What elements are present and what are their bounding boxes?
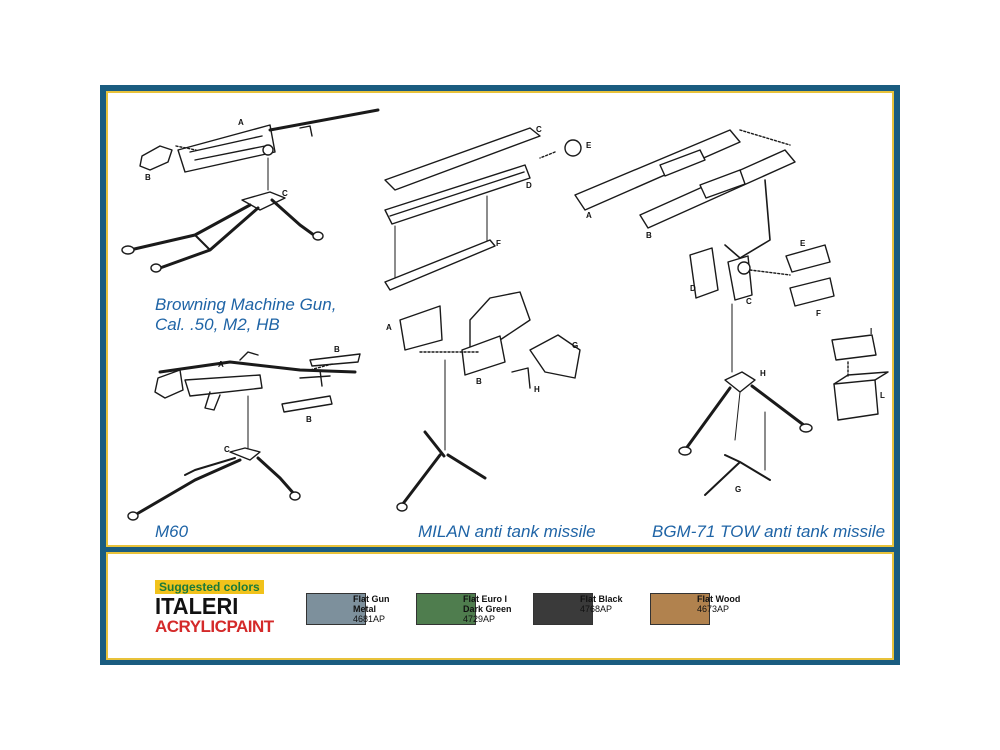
label-milan-d: D [526,181,532,190]
label-browning-c: C [282,189,288,198]
color-swatch-dark-green: Flat Euro I Dark Green 4729AP [416,593,526,629]
swatch-label: Flat Euro I Dark Green 4729AP [463,594,523,624]
swatch-name-2: Dark Green [463,604,512,614]
swatch-code: 4673AP [697,604,730,614]
browning-drawing: A B C [121,108,380,273]
suggested-colors-banner: Suggested colors [155,580,264,594]
acrylic-word: ACRYLIC [155,617,227,636]
color-swatch-flat-wood: Flat Wood 4673AP [650,593,760,629]
caption-browning-line2: Cal. .50, M2, HB [155,315,280,334]
italeri-logo-text: ITALERI [155,593,239,619]
label-tow-b: B [646,231,652,240]
swatch-name-1: Flat Euro I [463,594,508,604]
swatch-label: Flat Black 4768AP [580,594,640,614]
label-tow-a: A [586,211,592,220]
label-browning-a: A [238,118,244,127]
swatch-label: Flat Gun Metal 4681AP [353,594,413,624]
label-tow-g: G [735,485,741,494]
color-swatch-gun-metal: Flat Gun Metal 4681AP [306,593,416,629]
m60-drawing: A B B C [127,345,361,521]
acrylic-paint-logo: ACRYLICPAINT [155,618,274,636]
colors-panel [106,552,894,660]
label-m60-b1: B [334,345,340,354]
swatch-color-box [650,593,710,625]
label-m60-a: A [218,360,224,369]
caption-tow: BGM-71 TOW anti tank missile [652,522,886,541]
label-tow-f: F [816,309,821,318]
caption-milan: MILAN anti tank missile [418,522,596,541]
label-milan-e: E [586,141,592,150]
swatch-color-box [416,593,476,625]
paint-word: PAINT [226,617,274,636]
label-milan-b: B [476,377,482,386]
swatch-name-1: Flat Gun [353,594,390,604]
milan-drawing: C E D F A B G H [384,125,592,512]
color-swatch-flat-black: Flat Black 4768AP [533,593,643,629]
label-milan-c: C [536,125,542,134]
label-milan-a: A [386,323,392,332]
label-tow-h: H [760,369,766,378]
swatch-label: Flat Wood 4673AP [697,594,757,614]
label-tow-i: I [870,327,872,336]
label-tow-l: L [880,391,885,400]
label-milan-g: G [572,341,578,350]
label-tow-d: D [690,284,696,293]
swatch-name-1: Flat Wood [697,594,741,604]
caption-browning: Browning Machine Gun, Cal. .50, M2, HB [155,295,336,335]
label-m60-c: C [224,445,230,454]
label-milan-f: F [496,239,501,248]
caption-browning-line1: Browning Machine Gun, [155,295,337,314]
label-tow-e: E [800,239,806,248]
swatch-name-1: Flat Black [580,594,623,604]
swatch-color-box [306,593,366,625]
label-m60-b2: B [306,415,312,424]
swatch-code: 4681AP [353,614,386,624]
label-tow-c: C [746,297,752,306]
caption-m60: M60 [155,522,189,541]
swatch-name-2: Metal [353,604,377,614]
label-milan-h: H [534,385,540,394]
swatch-code: 4729AP [463,614,496,624]
swatch-color-box [533,593,593,625]
tow-drawing: A B E D C F I L H G [574,129,889,496]
label-browning-b: B [145,173,151,182]
swatch-code: 4768AP [580,604,613,614]
